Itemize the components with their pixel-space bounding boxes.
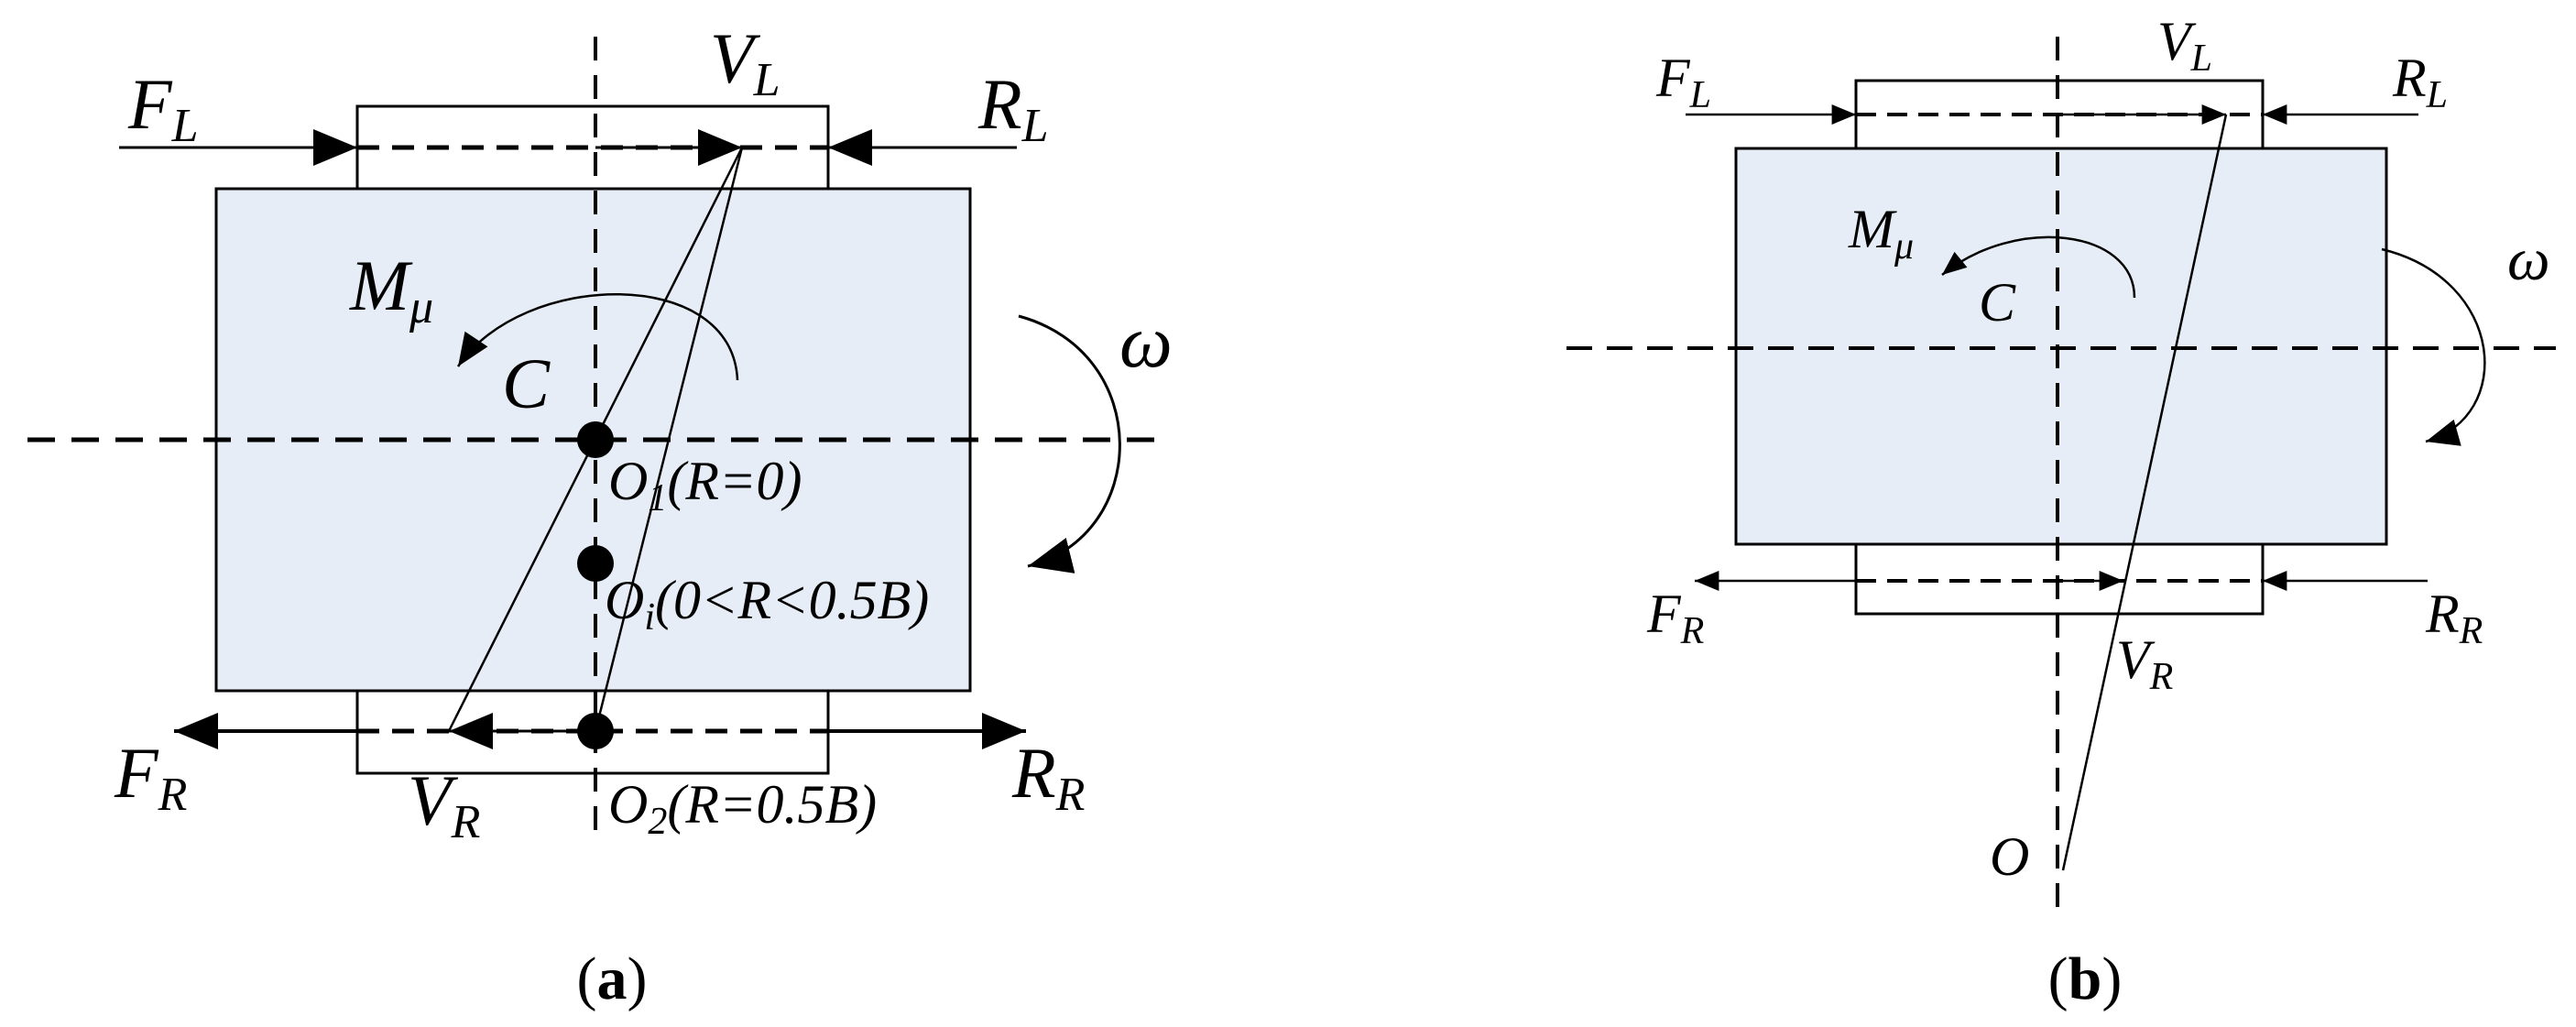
label-FL-b: FL: [1655, 48, 1711, 116]
label-FR-b: FR: [1646, 584, 1704, 652]
panel-a: FL RL VL FR RR VR Mμ C ω O1(R=0) Oi(0<R<…: [27, 18, 1173, 1012]
label-omega-a: ω: [1119, 300, 1173, 383]
caption-a: (a): [577, 945, 648, 1012]
label-C-b: C: [1979, 272, 2016, 333]
label-VR-a: VR: [408, 760, 480, 848]
label-FL-a: FL: [127, 64, 199, 152]
label-M-a: Mμ: [349, 246, 433, 333]
panel-b: FL RL VL FR RR VR Mμ C ω O (b): [1566, 11, 2556, 1012]
label-VL-b: VL: [2157, 11, 2212, 80]
label-FR-a: FR: [114, 733, 187, 821]
velocity-line-b: [2061, 114, 2228, 871]
label-VR-b: VR: [2116, 629, 2173, 698]
label-omega-b: ω: [2507, 226, 2550, 293]
caption-b: (b): [2048, 945, 2123, 1012]
point-O1-a: [577, 421, 614, 458]
label-O-b: O: [1990, 826, 2029, 887]
label-RL-b: RL: [2392, 48, 2448, 116]
label-RR-b: RR: [2425, 584, 2483, 652]
moment-arc-a: [456, 293, 739, 381]
label-RR-a: RR: [1011, 733, 1085, 821]
label-RL-a: RL: [977, 64, 1049, 152]
label-C-a: C: [502, 344, 551, 423]
omega-arc-b: [2381, 247, 2486, 446]
label-VL-a: VL: [710, 18, 780, 106]
label-Oi-a: Oi(0<R<0.5B): [605, 570, 929, 639]
moment-arc-b: [1941, 235, 2136, 299]
point-Oi-a: [577, 545, 614, 582]
label-O1-a: O1(R=0): [608, 451, 802, 519]
point-O2-a: [577, 713, 614, 749]
omega-arc-a: [1018, 314, 1121, 574]
label-M-b: Mμ: [1848, 199, 1914, 268]
velocity-line-O2-a: [594, 147, 744, 732]
label-O2-a: O2(R=0.5B): [608, 774, 877, 843]
